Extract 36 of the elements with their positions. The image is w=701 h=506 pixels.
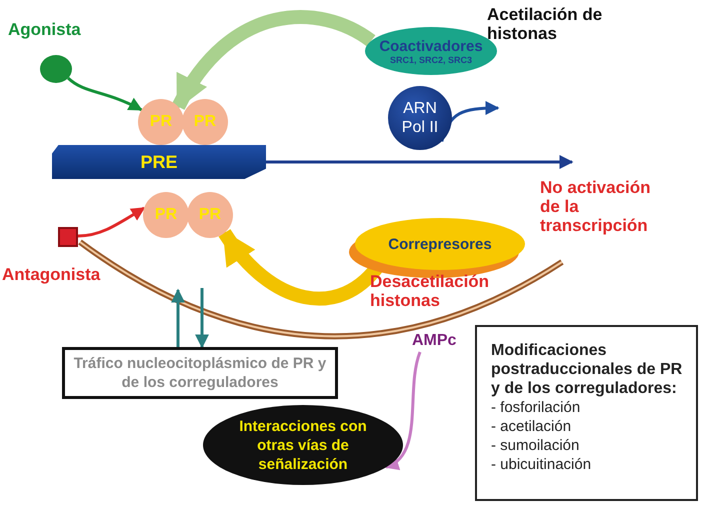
process-label: Desacetilación histonas [370, 272, 490, 310]
arrow [172, 10, 375, 110]
receptor-ellipse [182, 99, 228, 145]
note-box [475, 325, 698, 501]
list-item: - fosforilación [491, 398, 582, 417]
arrow [78, 206, 146, 238]
dna-element-bar [52, 145, 266, 179]
list-item: - sumoilación [491, 436, 580, 455]
arrow [384, 352, 422, 469]
arrow [266, 155, 574, 169]
node-label: Tráfico nucleocitoplásmico de PR y de los correguladores [73, 354, 327, 392]
arrow [171, 288, 185, 347]
node-label: Correpresores [388, 236, 492, 252]
heading-label: Acetilación de histonas [487, 5, 604, 43]
ligand-label: Agonista [8, 20, 82, 40]
arrow [67, 76, 143, 112]
node-label: Modificaciones postraduccionales de PR y de los correguladores: [491, 341, 684, 398]
node-label: AMPc [412, 332, 462, 352]
ligand-label: Antagonista [2, 265, 100, 285]
receptor-ellipse [138, 99, 184, 145]
list-item: - ubicuitinación [491, 455, 592, 474]
list-item: - acetilación [491, 417, 572, 436]
node-label: PR [154, 206, 178, 224]
note-box [62, 347, 338, 399]
arrow [195, 288, 209, 348]
node-label: PRE [140, 152, 178, 172]
node-label: Interacciones con otras vías de señalización [238, 416, 368, 474]
node-label: ARN Pol II [400, 99, 440, 137]
status-label: No activación de la transcripción [540, 178, 652, 235]
node-label: PR [150, 113, 172, 131]
node-label: PR [198, 206, 222, 224]
receptor-ellipse [187, 192, 233, 238]
node-label: Coactivadores [379, 38, 483, 54]
node-label: SRC1, SRC2, SRC3 [390, 54, 472, 64]
receptor-ellipse [143, 192, 189, 238]
node-label: PR [194, 113, 216, 131]
